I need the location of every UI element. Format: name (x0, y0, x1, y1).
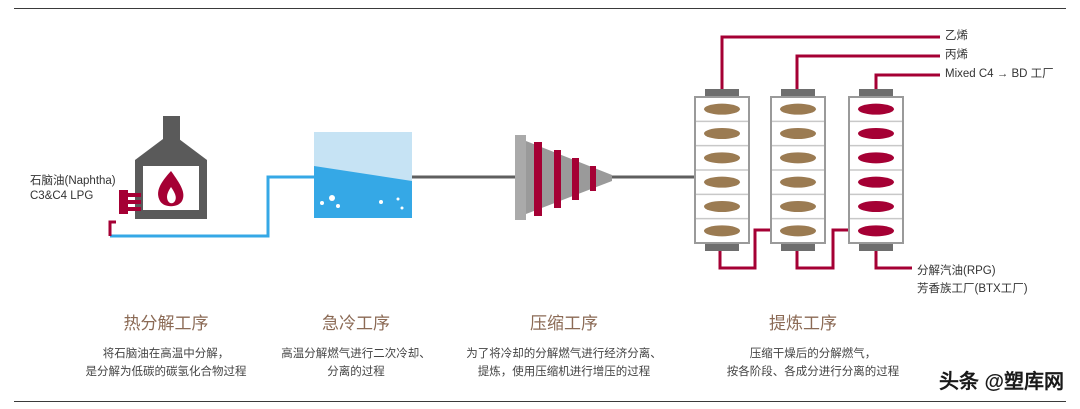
stage-desc-line: 分离的过程 (327, 366, 385, 378)
column2-bottom-line (795, 228, 849, 270)
stage-desc-line: 是分解为低碳的碳氢化合物过程 (85, 366, 247, 378)
distillation-column-icon (848, 89, 904, 251)
rpg-line (874, 248, 912, 270)
column-tray (858, 201, 894, 212)
column-tray (704, 225, 740, 237)
column-tray (780, 176, 816, 188)
distillation-column-icon (770, 89, 826, 251)
top-rule (14, 8, 1066, 9)
column-tray (780, 201, 816, 212)
bottom-rule (14, 401, 1066, 402)
stage-title-refining: 提炼工序 (769, 314, 837, 333)
column-tray (780, 128, 816, 139)
stage-desc-compression: 为了将冷却的分解燃气进行经济分离、 提炼，使用压缩机进行增压的过程 (444, 345, 684, 381)
output-btx: 芳香族工厂(BTX工厂) (917, 283, 1028, 295)
stage-desc-line: 为了将冷却的分解燃气进行经济分离、 (466, 348, 662, 360)
stage-title-pyrolysis: 热分解工序 (123, 314, 209, 333)
output-ethylene: 乙烯 (945, 30, 968, 42)
column-tray (858, 176, 894, 188)
flame-icon (158, 171, 184, 207)
output-propylene: 丙烯 (945, 49, 968, 61)
output-mixed-c4: Mixed C4 → BD 工厂 (945, 68, 1054, 80)
column-tray (858, 225, 894, 237)
water-line (110, 175, 318, 238)
column1-bottom-line (718, 228, 772, 270)
feed-label-lpg: C3&C4 LPG (30, 190, 94, 202)
stage-desc-pyrolysis: 将石脑油在高温中分解， 是分解为低碳的碳氢化合物过程 (46, 345, 286, 381)
stage-desc-line: 按各阶段、各成分进行分离的过程 (726, 366, 900, 378)
column-tray (704, 201, 740, 212)
quench-tank-icon (314, 132, 412, 218)
stage-desc-line: 将石脑油在高温中分解， (102, 348, 230, 360)
output-rpg: 分解汽油(RPG) (917, 265, 996, 277)
column-tray (780, 225, 816, 237)
column-tray (780, 103, 816, 115)
column-tray (704, 103, 740, 115)
stage-desc-line: 压缩干燥后的分解燃气， (749, 348, 877, 360)
column-tray (858, 152, 894, 164)
stage-desc-quench: 高温分解燃气进行二次冷却、 分离的过程 (236, 345, 476, 381)
ethylene-line (720, 35, 940, 90)
column-tray (780, 152, 816, 164)
column-tray (704, 128, 740, 139)
stage-title-compression: 压缩工序 (530, 314, 598, 333)
stage-desc-refining: 压缩干燥后的分解燃气， 按各阶段、各成分进行分离的过程 (693, 345, 933, 381)
watermark-text: 头条 @塑库网 (938, 371, 1064, 393)
column-tray (704, 152, 740, 164)
stage-desc-line: 高温分解燃气进行二次冷却、 (281, 348, 431, 360)
mixed-c4-line (874, 73, 940, 90)
column-tray (858, 128, 894, 139)
stage-desc-line: 提炼，使用压缩机进行增压的过程 (477, 366, 651, 378)
propylene-line (795, 54, 940, 90)
feed-label-naphtha: 石脑油(Naphtha) (30, 175, 116, 187)
feed-line (108, 220, 116, 236)
column-tray (858, 103, 894, 115)
distillation-column-icon (694, 89, 750, 251)
column-tray (704, 176, 740, 188)
compressor-icon (515, 135, 612, 220)
stage-title-quench: 急冷工序 (322, 314, 390, 333)
distillation-columns (694, 89, 904, 251)
